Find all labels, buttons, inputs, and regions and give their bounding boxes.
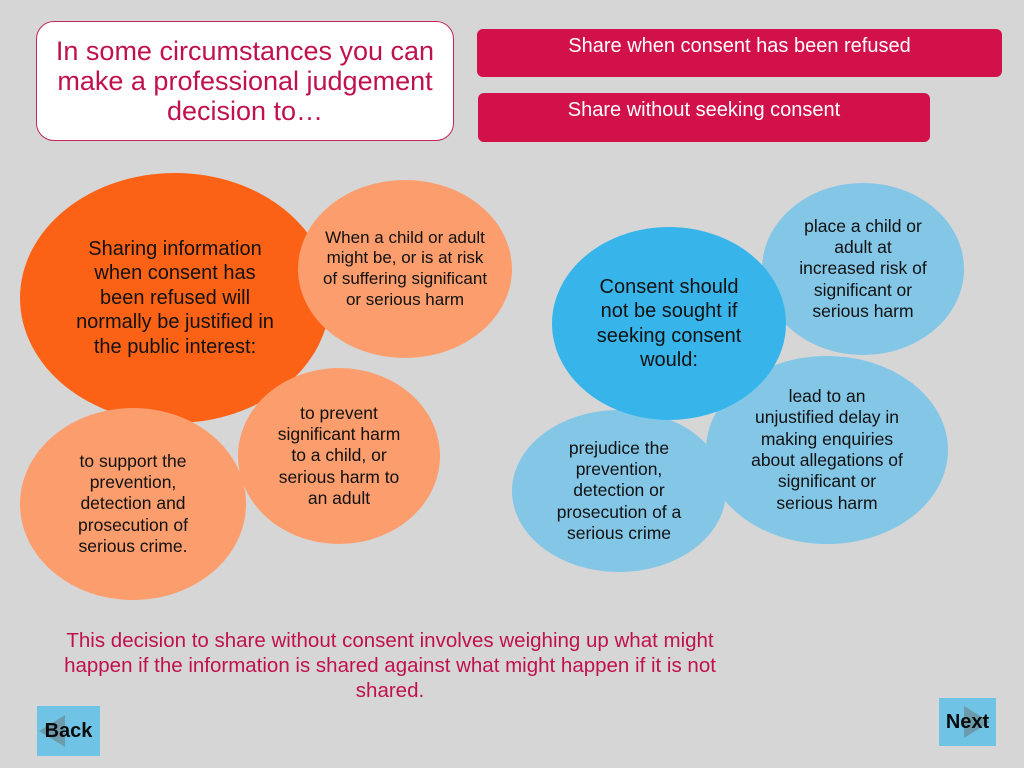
share-when-refused-button[interactable]: Share when consent has been refused — [477, 29, 1002, 77]
arrow-right-icon — [964, 706, 990, 738]
consent-not-sought-text: Consent should not be sought if seeking … — [596, 275, 742, 371]
consent-not-sought-bubble: Consent should not be sought if seeking … — [552, 227, 786, 420]
next-label: Next — [945, 710, 990, 733]
refused-main-text: Sharing information when consent has bee… — [76, 238, 274, 358]
increased-risk-bubble: place a child or adult at increased risk… — [762, 183, 964, 355]
unjustified-delay-text: lead to an unjustified delay in making e… — [751, 385, 903, 513]
risk-of-harm-bubble: When a child or adult might be, or is at… — [298, 180, 512, 358]
page-title-text: In some circumstances you can make a pro… — [55, 35, 435, 127]
refused-main-bubble: Sharing information when consent has bee… — [20, 173, 330, 423]
page-title: In some circumstances you can make a pro… — [36, 21, 454, 141]
arrow-left-icon — [39, 715, 65, 747]
risk-of-harm-text: When a child or adult might be, or is at… — [322, 227, 488, 309]
footer-note: This decision to share without consent i… — [64, 629, 716, 702]
back-label: Back — [44, 719, 93, 742]
back-button[interactable]: Back — [37, 706, 100, 756]
next-button[interactable]: Next — [939, 698, 996, 746]
increased-risk-text: place a child or adult at increased risk… — [799, 215, 927, 322]
serious-crime-bubble: to support the prevention, detection and… — [20, 408, 246, 600]
prevent-harm-text: to prevent significant harm to a child, … — [277, 402, 401, 509]
prejudice-prosecution-text: prejudice the prevention, detection or p… — [556, 437, 682, 544]
share-without-seeking-button[interactable]: Share without seeking consent — [478, 93, 930, 142]
prejudice-prosecution-bubble: prejudice the prevention, detection or p… — [512, 410, 726, 572]
serious-crime-text: to support the prevention, detection and… — [78, 450, 188, 557]
unjustified-delay-bubble: lead to an unjustified delay in making e… — [706, 356, 948, 544]
prevent-harm-bubble: to prevent significant harm to a child, … — [238, 368, 440, 544]
share-when-refused-label: Share when consent has been refused — [568, 35, 911, 57]
share-without-seeking-label: Share without seeking consent — [567, 99, 841, 121]
